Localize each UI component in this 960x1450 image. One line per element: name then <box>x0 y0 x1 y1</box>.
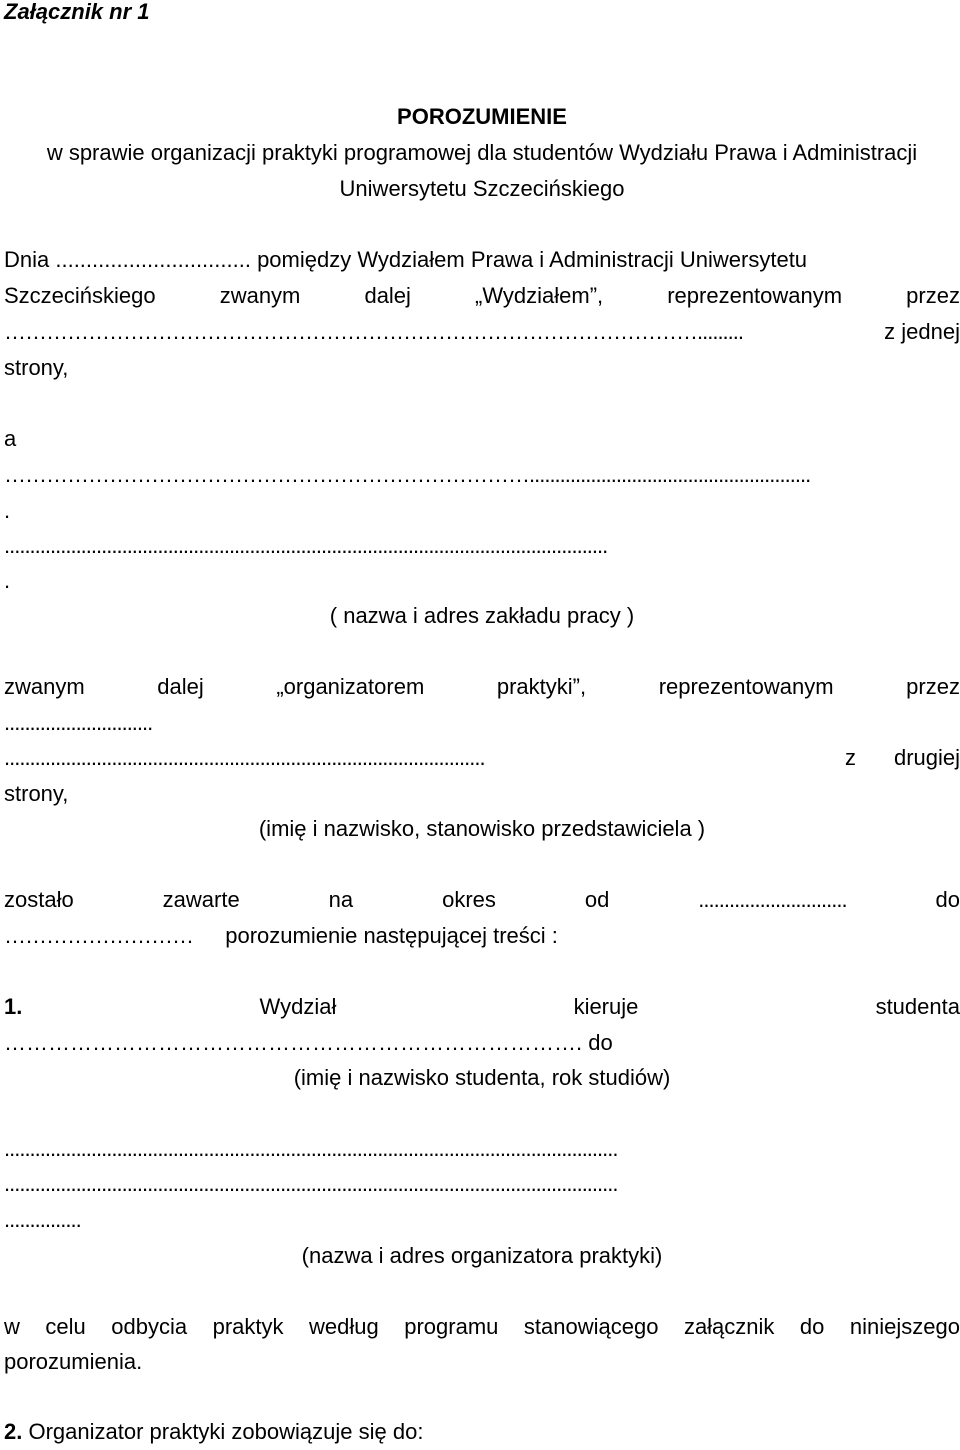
purpose-line: w celu odbycia praktyk według programu s… <box>4 1309 960 1345</box>
period-line: zostało zawarte na okres od ............… <box>4 882 960 918</box>
word: „Wydziałem”, <box>475 283 604 308</box>
word: zostało <box>4 887 74 912</box>
company-fill-line-2: ........................................… <box>4 533 608 558</box>
point-number: 1. <box>4 994 23 1019</box>
word: przez <box>906 674 960 699</box>
date-parties-line: Dnia ................................ po… <box>4 247 808 272</box>
word: Wydział <box>259 994 337 1019</box>
word: według <box>309 1314 379 1339</box>
point-2-text: Organizator praktyki zobowiązuje się do: <box>22 1419 424 1444</box>
student-caption: (imię i nazwisko studenta, rok studiów) <box>293 1065 671 1090</box>
point-2-line: 2. Organizator praktyki zobowiązuje się … <box>4 1414 960 1450</box>
purpose-line-end: porozumienia. <box>4 1349 143 1374</box>
word: zwanym <box>4 674 85 699</box>
representative-caption: (imię i nazwisko, stanowisko przedstawic… <box>258 816 706 841</box>
fill-in-dots: ……………………… <box>4 923 194 948</box>
faculty-line: Szczecińskiego zwanym dalej „Wydziałem”,… <box>4 278 960 314</box>
company-fill-dot-2: . <box>4 568 11 593</box>
word: na <box>328 887 354 912</box>
organizer-fill-line-2: ........................................… <box>4 1171 618 1196</box>
organizer-fill-line-3: ............... <box>4 1207 82 1232</box>
student-fill-line: ……………………………………………………………………. do <box>4 1030 613 1055</box>
point-1-line: 1. Wydział kieruje studenta <box>4 989 960 1025</box>
document-subtitle-line-1: w sprawie organizacji praktyki programow… <box>46 140 918 165</box>
company-caption: ( nazwa i adres zakładu pracy ) <box>329 603 635 628</box>
word: dalej <box>157 674 204 699</box>
organizer-fill-line-1: ........................................… <box>4 1136 618 1161</box>
annex-label: Załącznik nr 1 <box>4 0 150 24</box>
fill-in-dots: ……………………………………………………………………………………….......… <box>4 319 744 344</box>
word: zawarte <box>162 887 240 912</box>
word: z jednej <box>884 319 960 344</box>
organizer-caption: (nazwa i adres organizatora praktyki) <box>301 1243 663 1268</box>
word: okres <box>442 887 496 912</box>
word: od <box>584 887 610 912</box>
word: „organizatorem <box>276 674 425 699</box>
word: kieruje <box>573 994 639 1019</box>
word: programu <box>404 1314 499 1339</box>
agreement-content-text: porozumienie następującej treści : <box>225 923 558 948</box>
word: drugiej <box>893 745 960 770</box>
organizer-rep-fill-2: ........................................… <box>4 740 960 776</box>
word: w <box>4 1314 20 1339</box>
organizer-line: zwanym dalej „organizatorem praktyki”, r… <box>4 669 960 705</box>
word: reprezentowanym <box>658 674 834 699</box>
document-title: POROZUMIENIE <box>397 104 567 129</box>
word: załącznik <box>683 1314 775 1339</box>
word: odbycia <box>111 1314 188 1339</box>
word: dalej <box>364 283 411 308</box>
word: niniejszego <box>849 1314 960 1339</box>
document-subtitle-line-2: Uniwersytetu Szczecińskiego <box>339 176 625 201</box>
agreement-content-line: ……………………… porozumienie następującej treś… <box>4 918 960 954</box>
organizer-rep-fill-1: ............................. <box>4 710 153 735</box>
word: zwanym <box>219 283 301 308</box>
word: przez <box>906 283 960 308</box>
fill-in-dots: ........................................… <box>4 745 486 770</box>
word: reprezentowanym <box>667 283 843 308</box>
word: studenta <box>875 994 960 1019</box>
fill-in-dots: ............................. <box>698 887 847 912</box>
and-label: a <box>4 426 17 451</box>
company-fill-line-1: …………………………………………………………………...............… <box>4 462 811 487</box>
representative-fill-line: ……………………………………………………………………………………….......… <box>4 314 960 350</box>
word: Szczecińskiego <box>4 283 156 308</box>
point-number: 2. <box>4 1419 23 1444</box>
company-fill-dot-1: . <box>4 498 11 523</box>
word: praktyk <box>212 1314 284 1339</box>
word: do <box>799 1314 825 1339</box>
word: do <box>935 887 960 912</box>
word: celu <box>45 1314 86 1339</box>
word: z <box>844 745 856 770</box>
word: praktyki”, <box>496 674 587 699</box>
strony-line: strony, <box>4 355 69 380</box>
strony-line-2: strony, <box>4 781 69 806</box>
word: stanowiącego <box>523 1314 659 1339</box>
